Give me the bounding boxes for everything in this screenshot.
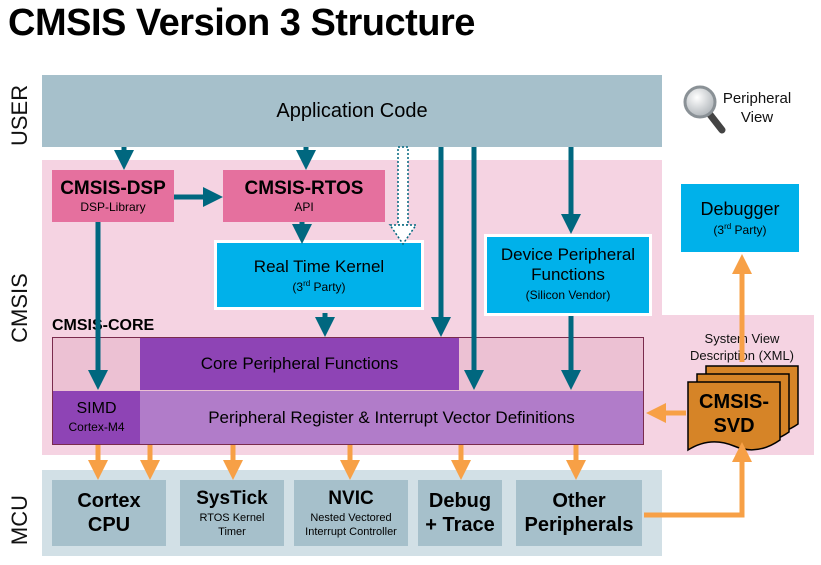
cmsis-dsp-sub: DSP-Library (80, 200, 146, 214)
other-line1: Other (552, 490, 606, 512)
debug-trace-box: Debug + Trace (418, 480, 502, 546)
simd-sub: Cortex-M4 (68, 419, 125, 434)
debug-line2: + Trace (425, 514, 495, 536)
peripheral-view-label: Peripheral View (722, 89, 792, 127)
other-line2: Peripherals (524, 514, 634, 536)
cmsis-dsp-box: CMSIS-DSP DSP-Library (52, 170, 174, 222)
peripheral-register-definitions: Peripheral Register & Interrupt Vector D… (140, 391, 643, 444)
user-band (42, 75, 662, 147)
simd-box: SIMD Cortex-M4 (53, 391, 140, 444)
cortex-line2: CPU (87, 514, 131, 536)
debug-line1: Debug (428, 490, 492, 512)
debugger-sub: (3rd Party) (713, 222, 767, 237)
systick-sub2: Timer (218, 526, 246, 538)
nvic-sub2: Interrupt Controller (305, 526, 397, 538)
core-peripheral-label: Core Peripheral Functions (200, 354, 399, 373)
svd-line2: SVD (713, 415, 755, 437)
nvic-sub1: Nested Vectored (310, 512, 392, 524)
real-time-kernel-box: Real Time Kernel (3rd Party) (214, 240, 424, 310)
cmsis-core-label: CMSIS-CORE (52, 317, 155, 334)
page-title: CMSIS Version 3 Structure (8, 2, 475, 44)
device-peripheral-functions-box: Device Peripheral Functions (Silicon Ven… (484, 234, 652, 316)
core-peripheral-functions: Core Peripheral Functions (140, 338, 459, 390)
dotted-arrow-app-to-rtk (388, 146, 418, 246)
cortex-cpu-box: Cortex CPU (52, 480, 166, 546)
rtk-title: Real Time Kernel (253, 256, 385, 276)
cmsis-rtos-title: CMSIS-RTOS (244, 178, 364, 199)
other-peripherals-box: Other Peripherals (516, 480, 642, 546)
application-code-label: Application Code (276, 99, 428, 122)
arrow-other-to-svd (644, 442, 752, 518)
cmsis-svd-label: CMSIS- SVD (688, 390, 780, 438)
debugger-title: Debugger (700, 199, 780, 219)
peripheral-register-label: Peripheral Register & Interrupt Vector D… (208, 407, 575, 427)
nvic-box: NVIC Nested Vectored Interrupt Controlle… (294, 480, 408, 546)
svd-line1: CMSIS- (699, 391, 769, 413)
rtk-sub: (3rd Party) (292, 278, 346, 294)
dpf-line2: Functions (531, 265, 605, 284)
dpf-sub: (Silicon Vendor) (525, 288, 611, 302)
systick-sub1: RTOS Kernel (199, 512, 265, 524)
magnifier-icon (682, 84, 728, 134)
systick-box: SysTick RTOS Kernel Timer (180, 480, 284, 546)
systick-title: SysTick (196, 488, 268, 509)
peripheral-view-line1: Peripheral (722, 90, 792, 107)
peripheral-view-line2: View (740, 109, 774, 126)
cmsis-dsp-title: CMSIS-DSP (60, 178, 166, 199)
simd-title: SIMD (76, 399, 117, 417)
nvic-title: NVIC (328, 488, 374, 509)
cmsis-rtos-sub: API (294, 200, 314, 214)
cortex-line1: Cortex (77, 490, 141, 512)
cmsis-rtos-box: CMSIS-RTOS API (223, 170, 385, 222)
debugger-box: Debugger (3rd Party) (681, 184, 799, 252)
dpf-line1: Device Peripheral (500, 245, 636, 264)
application-code: Application Code (42, 75, 662, 147)
